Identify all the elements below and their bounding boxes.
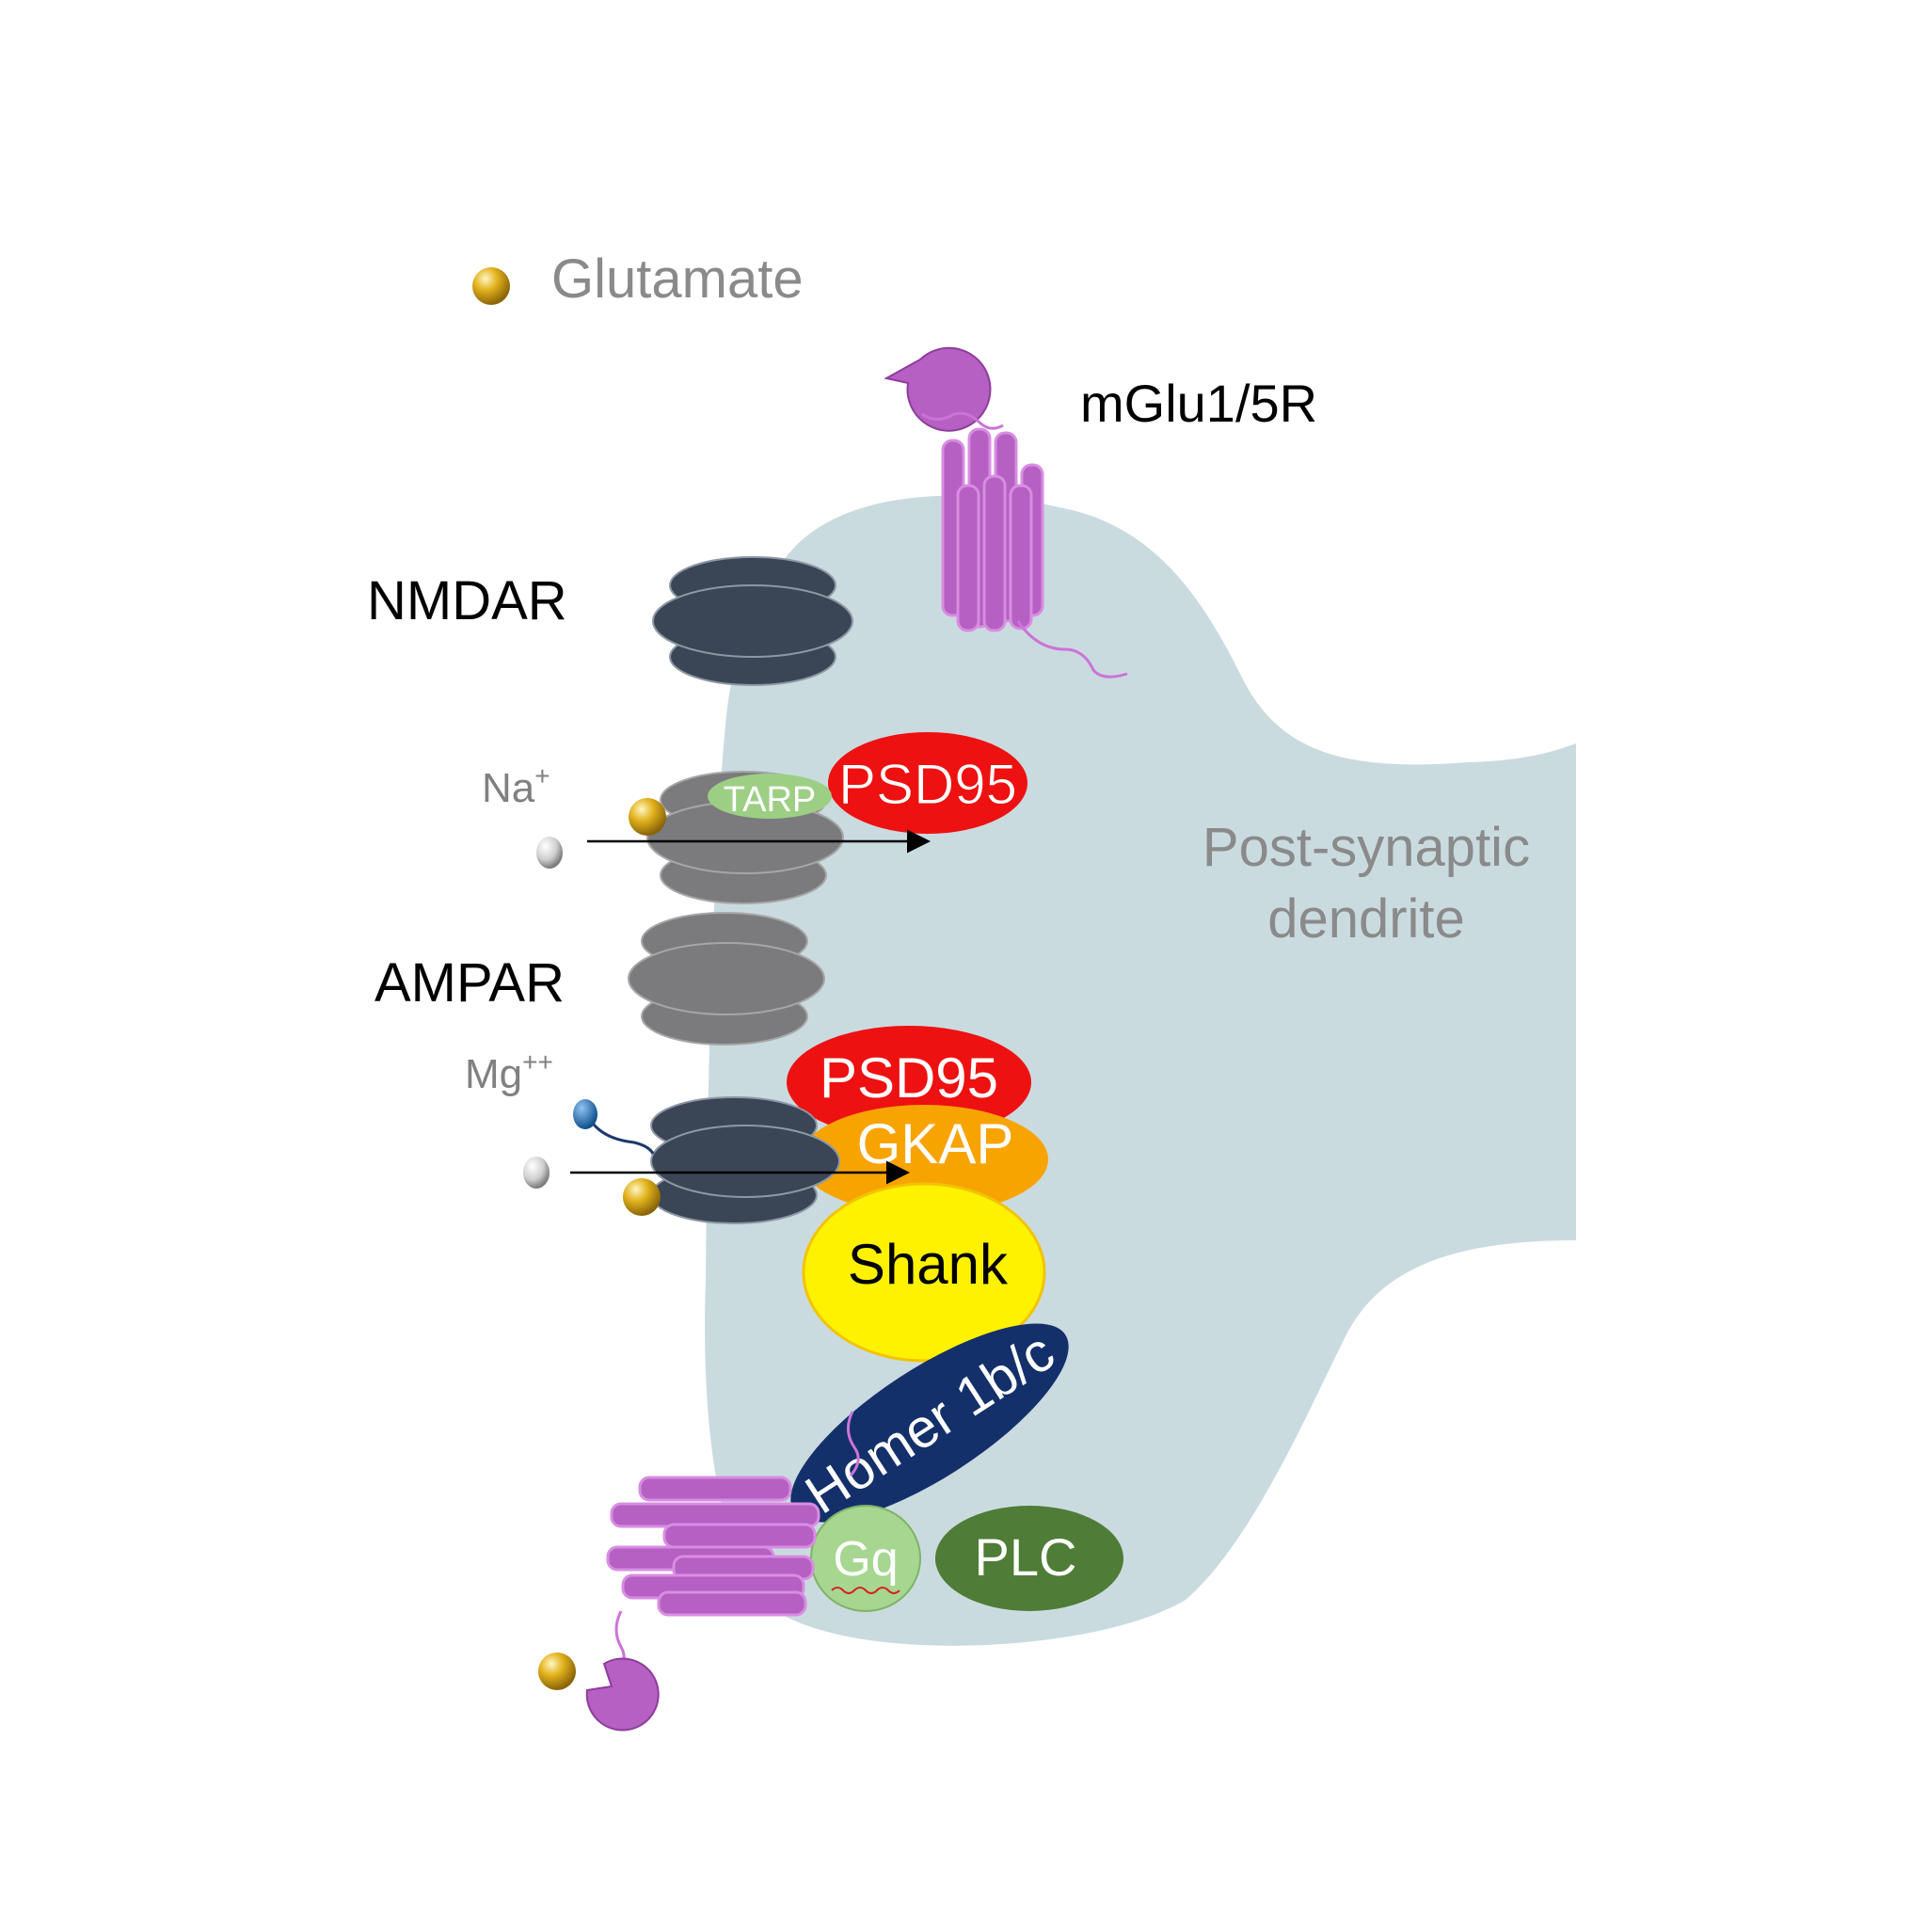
glutamate-legend-dot — [472, 267, 510, 305]
shank-label: Shank — [848, 1233, 1009, 1296]
ampar-channel-2 — [628, 912, 825, 1046]
ampar-label: AMPAR — [374, 952, 565, 1014]
tm-helix — [638, 1476, 792, 1502]
tm-helix — [610, 1502, 820, 1528]
glutamate-bound-nmdar — [623, 1178, 661, 1216]
shank-protein — [802, 1182, 1046, 1363]
mg-ion-label: Mg++ — [465, 1047, 553, 1097]
tm-helix — [662, 1523, 817, 1549]
nmdar-top — [652, 556, 853, 686]
nmda-ion-icon — [523, 1157, 549, 1189]
plc-protein — [935, 1506, 1123, 1611]
mglu-receptor-top — [884, 346, 1128, 679]
gkap-protein — [800, 1105, 1048, 1214]
dendrite-label-line1: Post-synaptic — [1202, 817, 1530, 878]
tm-helix — [982, 474, 1007, 632]
tm-helix — [1009, 484, 1033, 631]
mg-ion-icon — [573, 1099, 597, 1129]
psd95-label-top: PSD95 — [838, 753, 1017, 816]
gq-label: Gq — [833, 1532, 898, 1587]
psd95-label-bottom: PSD95 — [820, 1046, 998, 1110]
tarp-protein — [708, 774, 832, 819]
mglu-receptor-bottom — [538, 1411, 860, 1732]
gq-underline — [831, 1587, 900, 1594]
nmdar-bottom — [650, 1096, 840, 1224]
homer-binding-tail — [847, 1411, 860, 1477]
na-ion-label: Na+ — [482, 761, 550, 811]
tarp-label: TARP — [724, 780, 817, 820]
receptor-c-terminal-tail — [1016, 620, 1128, 679]
glutamate-binding-pocket-icon-bottom — [585, 1657, 660, 1732]
glutamate-bound-mglu — [538, 1653, 576, 1690]
glutamate-binding-pocket-icon — [884, 346, 992, 432]
plc-label: PLC — [975, 1527, 1077, 1587]
na-ion-icon — [536, 837, 563, 869]
mglu-receptor-label: mGlu1/5R — [1080, 374, 1317, 433]
mg-block-tether — [585, 1113, 655, 1155]
glutamate-legend-label: Glutamate — [551, 248, 804, 310]
nmdar-label: NMDAR — [367, 570, 567, 631]
tm-helix — [657, 1590, 807, 1617]
tm-helix — [956, 484, 980, 632]
receptor-n-terminal-tail — [921, 411, 1004, 430]
dendrite-label-line2: dendrite — [1267, 888, 1465, 950]
gkap-label: GKAP — [857, 1112, 1014, 1175]
glutamate-bound-ampar — [629, 798, 666, 836]
psd95-protein-top — [828, 732, 1027, 834]
